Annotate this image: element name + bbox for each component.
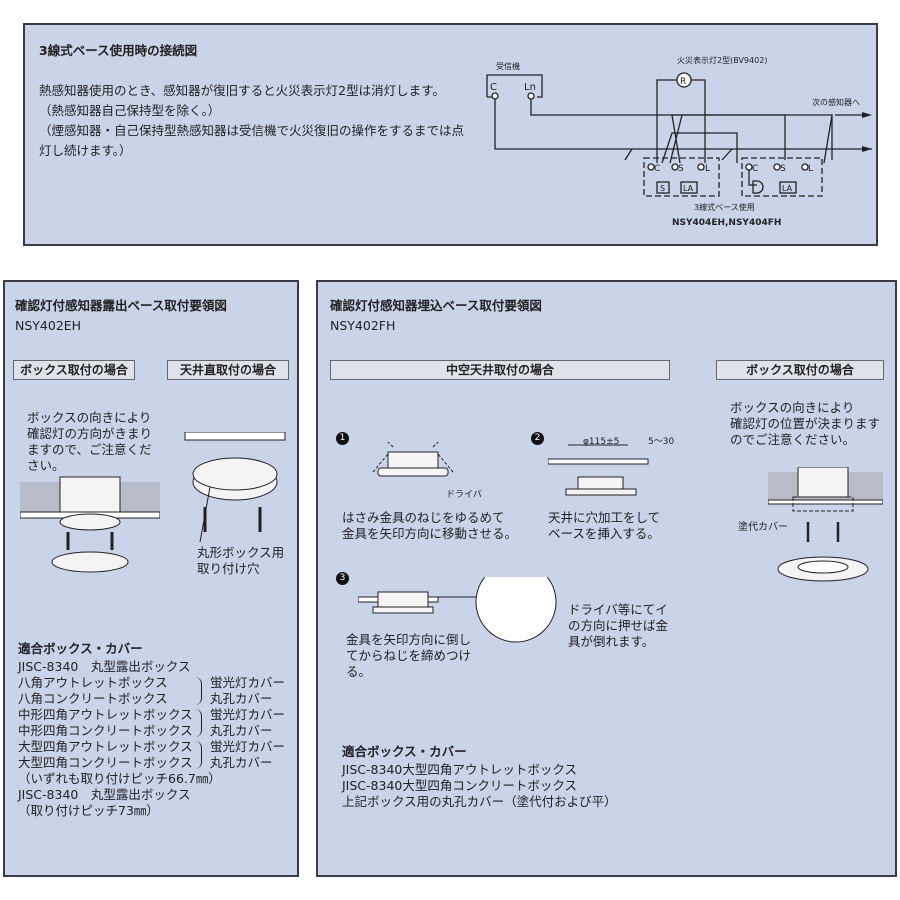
wiring-text-2: （熱感知器自己保持型を除く。） [39,103,221,118]
step1-text-1: はさみ金具のねじをゆるめて [342,510,505,525]
step2-text-1: 天井に穴加工をして [548,510,661,525]
compat-box: JISC-8340 丸型露出ボックス [18,787,191,802]
step3-text-1: 金具を矢印方向に倒し [346,632,472,647]
terminal-s: S [678,164,684,174]
la-box-label-2: LA [782,184,793,193]
flush-title: 確認灯付感知器埋込ベース取付要領図 [330,298,542,313]
compat-cover: 蛍光灯カバー [210,675,286,690]
tab-box-mount: ボックス取付の場合 [13,360,135,380]
hole-diameter: φ115±5 [583,437,620,447]
flush-box-illustration [768,467,883,582]
step3-text-2: てからねじを締めつけ [346,648,472,663]
bracket [195,709,202,737]
flush-compat-title: 適合ボックス・カバー [342,744,467,759]
compat-box: 中形四角アウトレットボックス [18,707,193,722]
compat-box: 八角アウトレットボックス [18,675,168,690]
terminal-c-2: C [752,164,758,174]
compat-box: 中形四角コンクリートボックス [18,723,193,738]
box-note-2: 確認灯の方向がきまり [27,426,153,441]
step3-illustration [358,577,557,643]
terminal-c: C [654,164,660,174]
step3-note-2: の方向に押せば金 [568,618,669,633]
wiring-text-4: 灯し続けます。） [39,143,132,158]
compat-cover: 蛍光灯カバー [210,739,286,754]
exposed-title: 確認灯付感知器露出ベース取付要領図 [15,298,227,313]
cover-label: 塗代カバー [738,522,788,533]
receiver-c: C [490,82,497,93]
wiring-diagram: 受信機 C Ln 火災表示灯2型(BV9402) R 次の感知器へ C S L … [486,55,872,228]
step2-text-2: ベースを挿入する。 [548,526,660,541]
flush-compat-2: JISC-8340大型四角コンクリートボックス [342,778,577,793]
receiver-label: 受信機 [496,61,520,71]
compat-box: （取り付けピッチ73㎜） [18,803,159,818]
tab-ceiling-mount: 天井直取付の場合 [167,360,289,380]
step3-note-3: 具が倒れます。 [568,634,655,649]
box-mount-illustration [20,476,160,573]
ceiling-mount-illustration [184,432,286,543]
wiring-panel: 3線式ベース使用時の接続図 熱感知器使用のとき、感知器が復旧すると火災表示灯2型… [23,23,878,246]
box-note-4: さい。 [27,458,65,473]
flush-box-note-1: ボックスの向きにより [730,400,855,415]
driver-label: ドライバ [446,490,482,500]
box-note-3: ますので、ご注意くだ [27,442,152,457]
step3-note-1: ドライバ等にてイ [568,602,668,617]
compat-box: （いずれも取り付けピッチ66.7㎜） [18,771,221,786]
ceiling-thickness: 5～30 [648,437,675,447]
terminal-l-2: L [808,164,813,174]
lamp-symbol: R [680,77,686,87]
step1-text-2: 金具を矢印方向に移動させる。 [342,526,518,541]
compat-box: 八角コンクリートボックス [18,691,168,706]
step2-illustration [548,444,649,496]
hole-label-2: 取り付け穴 [197,561,260,576]
step3-badge: 3 [336,572,349,585]
step1-illustration [372,442,454,477]
model-caption: NSY404EH,NSY404FH [672,218,781,228]
flush-box-note-3: のでご注意ください。 [730,432,856,447]
flush-box-note-2: 確認灯の位置が決まります [730,416,881,431]
next-detector-label: 次の感知器へ [812,97,860,107]
bracket [195,677,202,705]
compat-box: 大型四角アウトレットボックス [18,739,193,754]
wiring-text-3: （煙感知器・自己保持型熱感知器は受信機で火災復旧の操作をするまでは点 [39,123,465,138]
step3-text-3: る。 [346,664,372,679]
la-box-label: LA [683,184,694,193]
compat-cover: 蛍光灯カバー [210,707,286,722]
compat-cover: 丸孔カバー [210,755,273,770]
terminal-s-2: S [780,164,786,174]
flush-base-panel: 確認灯付感知器埋込ベース取付要領図 NSY402FH 中空天井取付の場合 ボック… [316,280,897,877]
tab-hollow-ceiling: 中空天井取付の場合 [330,360,670,380]
exposed-model: NSY402EH [15,318,82,333]
wiring-text-1: 熱感知器使用のとき、感知器が復旧すると火災表示灯2型は消灯します。 [39,83,445,98]
flush-compat-3: 上記ボックス用の丸孔カバー（塗代付および平） [342,794,617,809]
compat-box: JISC-8340 丸型露出ボックス [18,659,191,674]
lamp-label: 火災表示灯2型(BV9402) [677,55,767,65]
compat-cover: 丸孔カバー [210,723,273,738]
exposed-base-panel: 確認灯付感知器露出ベース取付要領図 NSY402EH ボックス取付の場合 天井直… [3,280,299,877]
wiring-title: 3線式ベース使用時の接続図 [39,43,198,58]
hole-label-1: 丸形ボックス用 [197,545,285,560]
bracket [195,741,202,769]
box-note-1: ボックスの向きにより [27,410,152,425]
step1-badge: 1 [336,432,349,445]
flush-compat-1: JISC-8340大型四角アウトレットボックス [342,762,577,777]
compat-box: 大型四角コンクリートボックス [18,755,193,770]
terminal-l: L [705,164,710,174]
receiver-ln: Ln [524,82,536,93]
step2-badge: 2 [531,432,544,445]
tab-box-mount-flush: ボックス取付の場合 [716,360,884,380]
flush-model: NSY402FH [330,318,396,333]
s-box-label: S [660,184,665,193]
compat-cover: 丸孔カバー [210,691,273,706]
base-caption: 3線式ベース使用 [694,202,755,212]
compat-title: 適合ボックス・カバー [18,641,143,656]
